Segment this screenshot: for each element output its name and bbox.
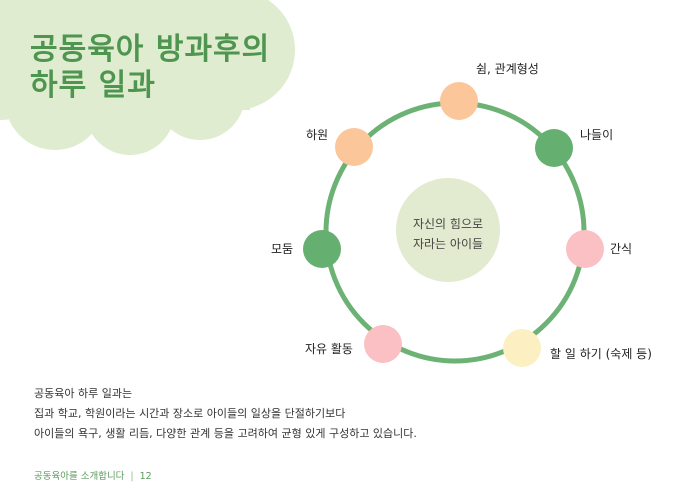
node-dot-homework <box>503 329 541 367</box>
page-title: 공동육아 방과후의 하루 일과 <box>30 32 270 104</box>
description-line-2: 집과 학교, 학원이라는 시간과 장소로 아이들의 일상을 단절하기보다 <box>34 407 346 420</box>
footer: 공동육아를 소개합니다 | 12 <box>34 468 152 482</box>
node-dot-group <box>303 230 341 268</box>
center-label: 자신의 힘으로 자라는 아이들 <box>398 214 498 254</box>
cloud-background <box>0 0 295 155</box>
node-label-homework: 할 일 하기 (숙제 등) <box>550 347 652 361</box>
node-dot-pickup <box>335 128 373 166</box>
footer-separator: | <box>130 471 134 482</box>
node-dot-rest <box>440 82 478 120</box>
node-dot-free-play <box>364 325 402 363</box>
center-label-line-2: 자라는 아이들 <box>412 237 484 251</box>
node-label-snack: 간식 <box>610 242 633 256</box>
title-line-1: 공동육아 방과후의 <box>30 32 271 67</box>
node-label-outing: 나들이 <box>580 128 614 142</box>
center-label-line-1: 자신의 힘으로 <box>412 217 484 231</box>
node-dot-outing <box>535 129 573 167</box>
node-label-free-play: 자유 활동 <box>305 342 353 356</box>
description-line-3: 아이들의 욕구, 생활 리듬, 다양한 관계 등을 고려하여 균형 있게 구성하… <box>34 427 417 440</box>
node-label-pickup: 하원 <box>306 128 329 142</box>
node-dot-snack <box>566 230 604 268</box>
title-line-2: 하루 일과 <box>30 68 156 103</box>
node-label-rest: 쉼, 관계형성 <box>476 62 539 76</box>
page-number: 12 <box>139 471 152 482</box>
description: 공동육아 하루 일과는 집과 학교, 학원이라는 시간과 장소로 아이들의 일상… <box>34 384 417 444</box>
description-line-1: 공동육아 하루 일과는 <box>34 387 133 400</box>
node-label-group: 모둠 <box>271 242 294 256</box>
center-circle <box>396 178 500 282</box>
footer-section: 공동육아를 소개합니다 <box>34 471 125 482</box>
